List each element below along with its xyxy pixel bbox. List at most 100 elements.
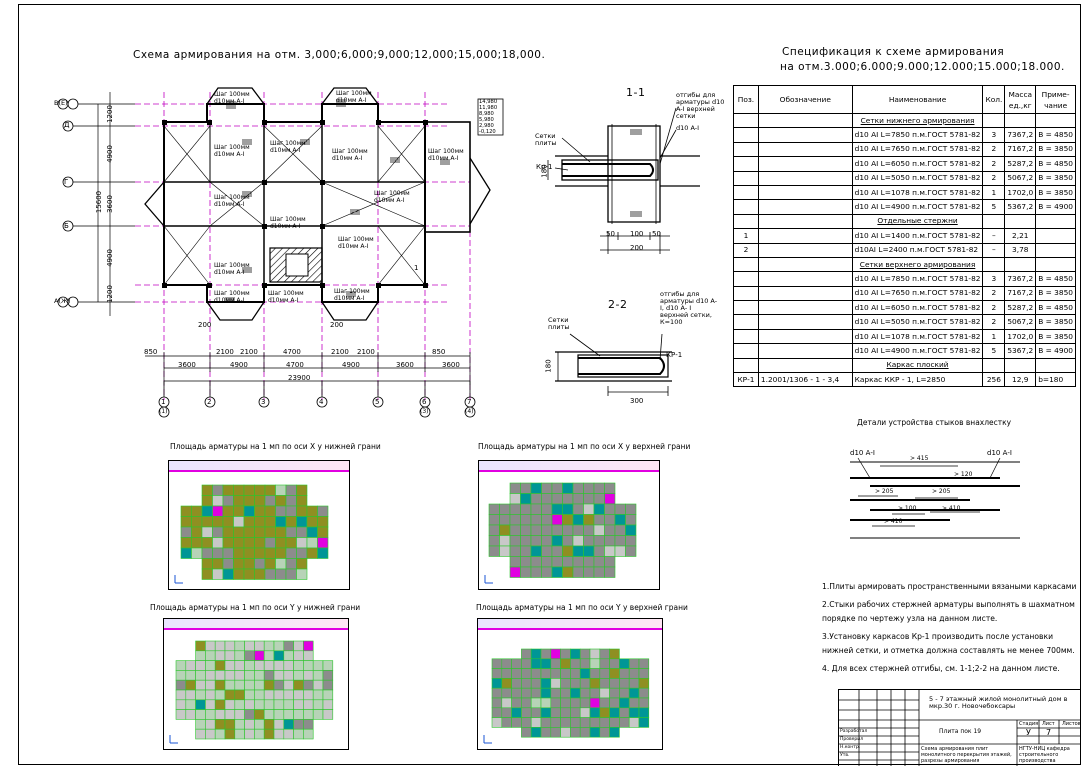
- heatmap-cell: [180, 516, 192, 528]
- heatmap-cell: [283, 679, 294, 691]
- heatmap-cell: [562, 535, 574, 547]
- heatmap-cell: [521, 668, 532, 679]
- heatmap-cell: [619, 668, 630, 679]
- spec-cell: [733, 328, 759, 345]
- panel-y-top: [477, 618, 663, 750]
- spec-cell: –: [982, 228, 1006, 244]
- title-block: 5 - 7 этажный жилой монолитный дом в мкр…: [838, 689, 1081, 766]
- spec-section-title: Каркас плоский: [851, 357, 984, 374]
- heatmap-cell: [264, 484, 276, 496]
- heatmap-cell: [583, 545, 595, 557]
- heatmap-cell: [293, 670, 304, 681]
- dim-top-7: 850: [432, 348, 446, 356]
- heatmap-cell: [530, 668, 542, 679]
- spec-cell: [1035, 242, 1076, 258]
- dim-top-3: 2100: [240, 348, 258, 356]
- heatmap-cell: [550, 727, 561, 738]
- heatmap-cell: [501, 678, 512, 689]
- heatmap-cell: [224, 670, 236, 681]
- heatmap-cell: [570, 678, 581, 689]
- heatmap-cell: [243, 547, 255, 559]
- heatmap-cell: [491, 707, 503, 718]
- heatmap-cell: [589, 648, 601, 660]
- heatmap-cell: [283, 650, 294, 661]
- spec-cell: 7367,2: [1004, 271, 1037, 287]
- heatmap-cell: [540, 717, 552, 728]
- heatmap-cell: [530, 503, 542, 515]
- heatmap-cell: [233, 526, 245, 538]
- panel-title-x-top: Площадь арматуры на 1 мп по оси X у верх…: [478, 442, 691, 451]
- axis-num-7: 7: [467, 398, 472, 406]
- joint-dim-4: > 205: [932, 488, 951, 495]
- heatmap-cell: [499, 524, 511, 536]
- heatmap-cell: [551, 503, 563, 515]
- plan-tag-left: 200: [198, 321, 212, 329]
- heatmap-cell: [499, 535, 511, 547]
- heatmap-cell: [306, 537, 318, 549]
- spec-section-row: Сетки нижнего армирования: [733, 112, 1076, 129]
- heatmap-cell: [275, 568, 287, 580]
- spec-cell: [757, 285, 853, 302]
- axis-num-1: 1: [161, 398, 166, 406]
- heatmap-cell: [205, 709, 216, 720]
- heatmap-cell: [509, 503, 521, 515]
- heatmap-cell: [273, 719, 285, 730]
- heatmap-cell: [296, 526, 308, 538]
- heatmap-cell: [572, 503, 584, 515]
- heatmap-cell: [296, 558, 308, 570]
- heatmap-cell: [212, 547, 224, 559]
- heatmap-cell: [180, 526, 192, 538]
- spec-cell: 7167,2: [1004, 141, 1037, 158]
- heatmap-cell: [296, 495, 308, 507]
- spec-cell: [757, 228, 853, 244]
- heatmap-cell: [541, 566, 553, 578]
- stamp-row-developed: Разработал: [840, 729, 868, 734]
- heatmap-cell: [604, 514, 616, 526]
- axis-icon: [174, 575, 183, 584]
- heatmap-cell: [224, 719, 236, 730]
- heatmap-cell: [185, 679, 196, 691]
- spec-cell: 2: [982, 170, 1006, 186]
- spec-cell: В = 4850: [1035, 156, 1076, 172]
- heatmap-cell: [293, 640, 304, 652]
- heatmap-cell: [530, 535, 542, 547]
- spec-cell: 5067,2: [1004, 170, 1037, 186]
- heatmap-cell: [604, 545, 616, 557]
- heatmap-cell: [222, 505, 234, 517]
- heatmap-cell: [491, 658, 503, 669]
- heatmap-cell: [570, 697, 581, 709]
- heatmap-cell: [185, 689, 196, 701]
- heatmap-cell: [201, 495, 213, 507]
- heatmap-cell: [254, 640, 265, 652]
- axis-label-d: Д: [64, 121, 70, 129]
- joint-right-label: d10 А-I: [987, 449, 1012, 457]
- heatmap-cell: [628, 707, 640, 718]
- heatmap-cell: [520, 482, 532, 494]
- heatmap-cell: [303, 670, 314, 681]
- stamp-col-sheet: Лист: [1042, 721, 1055, 727]
- heatmap-cell: [212, 495, 224, 507]
- spec-cell: В = 4900: [1035, 343, 1076, 359]
- heatmap-cell: [541, 545, 553, 557]
- panel-x-top: [478, 460, 660, 590]
- spec-cell: [733, 156, 759, 172]
- heatmap-cell: [233, 568, 245, 580]
- heatmap-cell: [244, 640, 255, 652]
- heatmap-cell: [243, 516, 255, 528]
- spec-cell: 2,21: [1004, 228, 1037, 244]
- dim-top-6: 2100: [357, 348, 375, 356]
- heatmap-cell: [638, 707, 650, 718]
- plan-title: Схема армирования на отм. 3,000;6,000;9,…: [133, 49, 546, 61]
- heatmap-cell: [609, 687, 620, 699]
- axis-icon: [483, 735, 492, 744]
- heatmap-cell: [175, 679, 187, 691]
- heatmap-cell: [488, 514, 500, 526]
- heatmap-cell: [214, 728, 226, 740]
- heatmap-cell: [243, 537, 255, 549]
- heatmap-cell: [175, 709, 187, 720]
- spec-cell: Каркас ККР - 1, L=2850: [851, 372, 984, 388]
- spec-cell: 1702,0: [1004, 328, 1037, 345]
- heatmap-cell: [530, 482, 542, 494]
